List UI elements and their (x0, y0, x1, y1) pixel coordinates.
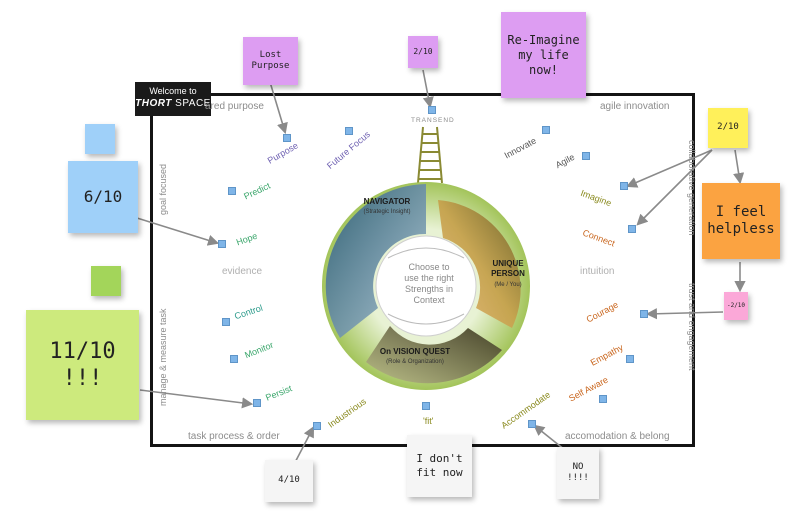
marker-monitor (230, 355, 238, 363)
marker-imagine (620, 182, 628, 190)
center-line-4: Context (413, 295, 445, 305)
arrow-lost-purpose (269, 81, 288, 135)
marker-agile (582, 152, 590, 160)
marker-innovate (542, 126, 550, 134)
note-no[interactable]: NO !!!! (557, 447, 599, 499)
marker-fit (422, 402, 430, 410)
note-helpless[interactable]: I feel helpless (702, 183, 780, 259)
arrow-right-connect (636, 149, 713, 226)
brand-rest: SPACE (171, 98, 211, 109)
marker-industrious (313, 422, 321, 430)
label-accomodation: accomodation & belong (565, 431, 670, 442)
note-minus-score[interactable]: -2/10 (724, 292, 748, 320)
unique-title-1: UNIQUE (492, 259, 524, 268)
note-transend-score[interactable]: 2/10 (408, 36, 438, 68)
arrow-transend (422, 69, 434, 109)
navigator-title: NAVIGATOR (363, 197, 411, 206)
welcome-line: Welcome to (149, 86, 197, 96)
marker-courage (640, 310, 648, 318)
note-six[interactable]: 6/10 (68, 161, 138, 233)
note-small-green[interactable] (91, 266, 121, 296)
label-task-process: task process & order (188, 431, 280, 442)
label-evidence: evidence (222, 266, 263, 277)
marker-hope (218, 240, 226, 248)
arrow-right-imagine (625, 149, 713, 188)
strength-fit: 'fit' (423, 416, 434, 426)
note-eleven[interactable]: 11/10 !!! (26, 310, 139, 420)
unique-subtitle: (Me / You) (494, 282, 522, 288)
brand-line: THORT SPACE (135, 97, 211, 111)
marker-future-focus (345, 127, 353, 135)
marker-purpose (283, 134, 291, 142)
label-shared-purpose: ared purpose (205, 101, 264, 112)
marker-empathy (626, 355, 634, 363)
label-agile-innovation: agile innovation (600, 101, 670, 112)
vision-subtitle: (Role & Organization) (386, 359, 444, 365)
note-four[interactable]: 4/10 (265, 460, 313, 502)
arrow-eleven-persist (139, 389, 254, 409)
navigator-subtitle: (Strategic Insight) (363, 209, 411, 215)
note-right-score[interactable]: 2/10 (708, 108, 748, 148)
brand-bold: THORT (135, 98, 172, 109)
arrow-minus-courage (645, 308, 724, 320)
marker-accommodate (528, 420, 536, 428)
ladder-icon (417, 126, 443, 184)
marker-control (222, 318, 230, 326)
center-line-3: Strengths in (404, 284, 454, 294)
note-dont-fit[interactable]: I don't fit now (407, 435, 472, 497)
marker-self-aware (599, 395, 607, 403)
marker-transend (428, 106, 436, 114)
label-manage-measure: manage & measure task (158, 308, 168, 406)
arrow-right-helpless (733, 149, 745, 185)
welcome-badge: Welcome to THORT SPACE (135, 82, 211, 116)
note-small-blue[interactable] (85, 124, 115, 154)
label-transend: TRANSEND (411, 117, 455, 124)
strength-wheel (322, 182, 530, 390)
note-reimagine[interactable]: Re-Imagine my life now! (501, 12, 586, 98)
label-intuition: intuition (580, 266, 615, 277)
label-trust-engagement: trust and engagement (687, 283, 697, 371)
vision-title: On VISION QUEST (379, 347, 451, 356)
center-line-2: use the right (404, 273, 454, 283)
label-collaborative: collaborative generation (687, 140, 697, 236)
marker-connect (628, 225, 636, 233)
arrow-six-hope (136, 217, 220, 246)
label-goal-focused: goal focused (158, 163, 168, 215)
marker-persist (253, 399, 261, 407)
marker-predict (228, 187, 236, 195)
note-lost-purpose[interactable]: Lost Purpose (243, 37, 298, 85)
center-line-1: Choose to (408, 262, 450, 272)
unique-title-2: PERSON (491, 269, 525, 278)
